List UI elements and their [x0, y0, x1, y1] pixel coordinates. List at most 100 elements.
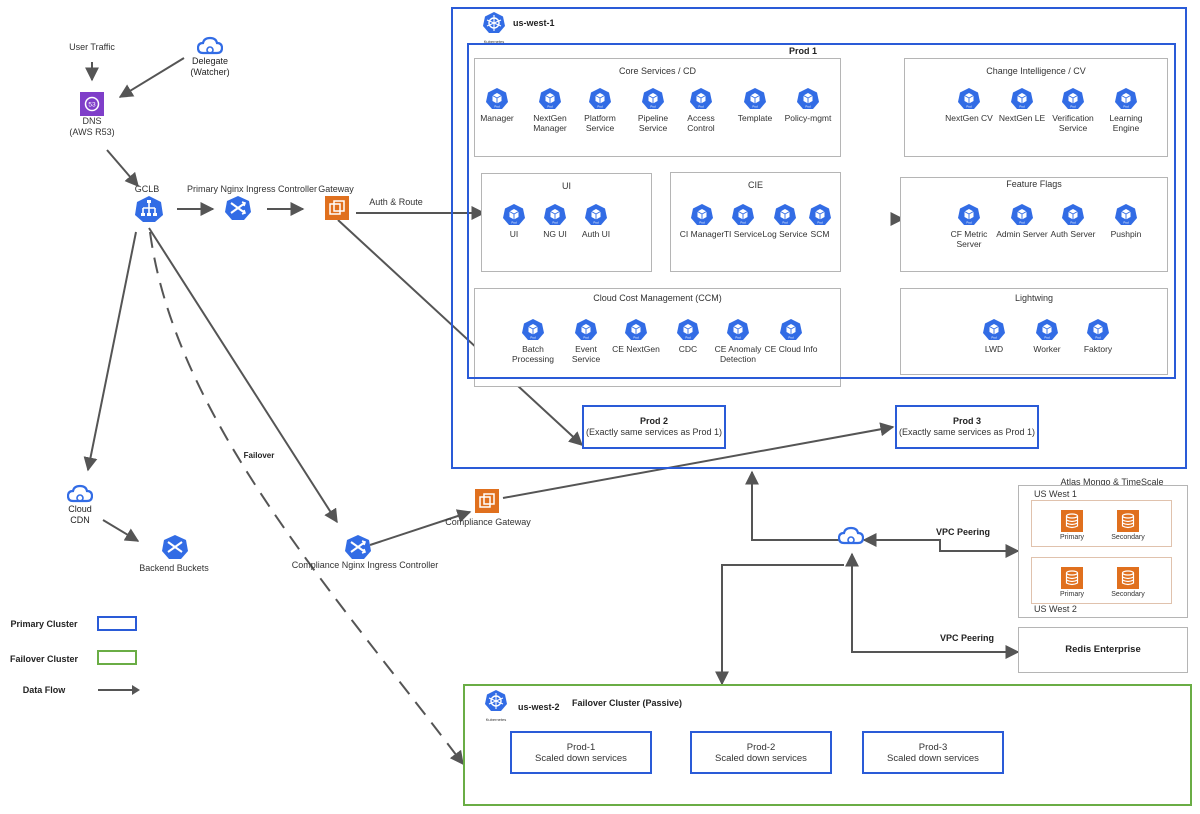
service-label: Worker	[1033, 344, 1061, 354]
pod-icon: Pod	[714, 204, 772, 228]
svg-text:Pod: Pod	[740, 220, 746, 224]
lightwing-title: Lightwing	[1014, 293, 1054, 303]
svg-text:Pod: Pod	[698, 104, 704, 108]
db-role-label: Primary	[1059, 534, 1085, 541]
auth-route-label: Auth & Route	[369, 197, 423, 207]
prod2-subtitle: (Exactly same services as Prod 1)	[585, 426, 723, 437]
pod-icon: Pod	[1044, 88, 1102, 112]
vpc-cloud-icon	[837, 526, 865, 551]
db-secondary-node: Secondary	[1106, 510, 1150, 541]
db-west1-label: US West 1	[1034, 489, 1077, 499]
svg-text:Pod: Pod	[650, 104, 656, 108]
svg-text:Pod: Pod	[494, 104, 500, 108]
legend-failover-label: Failover Cluster	[9, 654, 79, 664]
core-services-title: Core Services / CD	[618, 66, 697, 76]
svg-text:Pod: Pod	[788, 335, 794, 339]
service-label: Template	[737, 113, 773, 123]
service-label: SCM	[810, 229, 830, 239]
failover-cluster-title: Failover Cluster (Passive)	[572, 698, 683, 708]
west2-prod2-title: Prod-2	[746, 742, 776, 753]
gclb-label: GCLB	[134, 184, 160, 194]
db-west2-group	[1031, 557, 1172, 604]
arrow-dns-gclb	[106, 149, 139, 188]
svg-text:Pod: Pod	[547, 104, 553, 108]
svg-text:Pod: Pod	[782, 220, 788, 224]
database-icon	[1061, 510, 1083, 532]
arrow-vpc-redis	[845, 552, 1020, 659]
pod-icon: Pod	[791, 204, 849, 228]
pod-icon: Pod	[504, 319, 562, 343]
pod-icon: Pod	[526, 204, 584, 228]
svg-text:Pod: Pod	[685, 335, 691, 339]
service-label: NG UI	[543, 229, 567, 239]
database-icon	[1117, 567, 1139, 589]
db-west1-group	[1031, 500, 1172, 547]
svg-text:Pod: Pod	[1019, 220, 1025, 224]
primary-nginx-label: Primary Nginx Ingress Controller	[186, 184, 318, 194]
arrow-cdn-buckets	[102, 519, 140, 542]
svg-text:Pod: Pod	[1019, 104, 1025, 108]
prod1-box	[467, 43, 1176, 379]
pod-icon: Pod	[1044, 204, 1102, 228]
compliance-gateway-label: Compliance Gateway	[445, 517, 531, 527]
dns-label: DNS(AWS R53)	[69, 116, 115, 137]
ccm-service: Pod CE Cloud Info	[762, 319, 820, 355]
svg-text:Pod: Pod	[597, 104, 603, 108]
us-west-2-cluster	[463, 684, 1192, 806]
svg-text:Pod: Pod	[1095, 335, 1101, 339]
us-west-1-label: us-west-1	[513, 18, 555, 28]
service-label: CDC	[678, 344, 698, 354]
vpc-peering-redis-label: VPC Peering	[940, 633, 995, 643]
vpc-peering-db-label: VPC Peering	[936, 527, 991, 537]
service-label: Auth UI	[581, 229, 611, 239]
pod-icon: Pod	[993, 204, 1051, 228]
change-intelligence-title: Change Intelligence / CV	[986, 66, 1086, 76]
legend-primary-label: Primary Cluster	[10, 619, 78, 629]
arrow-compliance-nginx-gateway	[369, 509, 472, 546]
nginx-ingress-icon	[225, 195, 251, 226]
database-icon	[1117, 510, 1139, 532]
pod-icon: Pod	[485, 204, 543, 228]
svg-text:Pod: Pod	[1070, 220, 1076, 224]
svg-text:Pod: Pod	[699, 220, 705, 224]
pod-icon: Pod	[940, 204, 998, 228]
svg-text:Pod: Pod	[966, 220, 972, 224]
pod-icon: Pod	[1097, 204, 1155, 228]
cloud-icon	[197, 36, 223, 55]
svg-text:Pod: Pod	[583, 335, 589, 339]
ui-title: UI	[562, 181, 571, 191]
pod-icon: Pod	[940, 88, 998, 112]
backend-buckets-icon	[162, 534, 188, 565]
arrow-gclb-compliance-nginx	[148, 227, 338, 524]
db-primary-node: Primary	[1050, 567, 1094, 598]
arrow-compliance-gateway-prod3	[502, 422, 895, 499]
service-label: UI	[509, 229, 519, 239]
arrow-vpc-db	[862, 533, 1020, 558]
west2-prod1-subtitle: Scaled down services	[535, 753, 627, 765]
pod-icon: Pod	[1069, 319, 1127, 343]
feature-flags-title: Feature Flags	[1006, 179, 1062, 189]
ccm-title: Cloud Cost Management (CCM)	[593, 293, 722, 303]
west2-prod3-title: Prod-3	[918, 742, 948, 753]
service-label: CE Cloud Info	[764, 344, 818, 354]
